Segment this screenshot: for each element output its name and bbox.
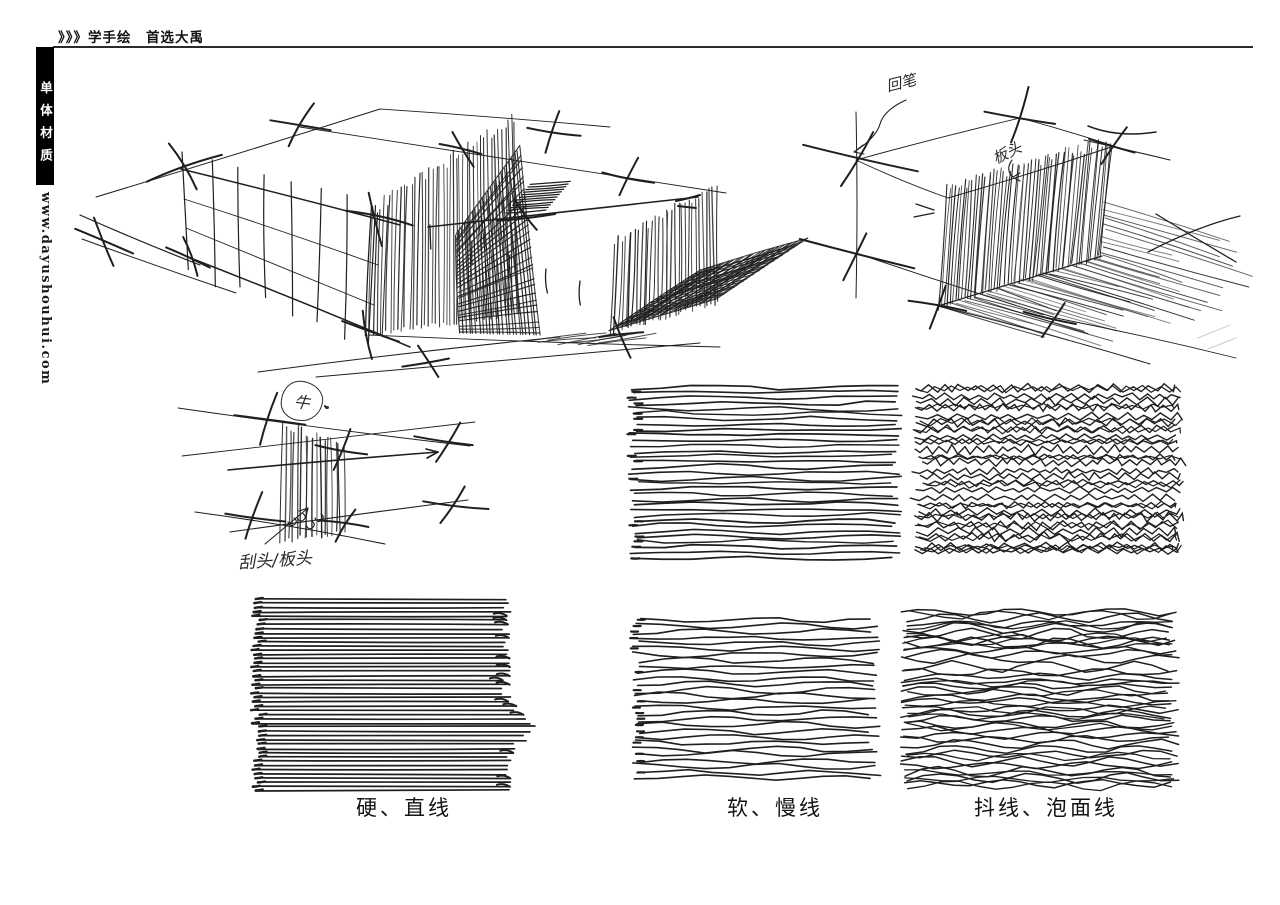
header-divider-rule	[53, 46, 1253, 48]
perspective-walls-sketch-left	[74, 102, 809, 378]
annotation-dot	[326, 406, 329, 409]
label-shaky-noodle-lines: 抖线、泡面线	[974, 796, 1118, 820]
perspective-wall-sketch-right	[798, 86, 1253, 365]
texture-soft-lines-top	[626, 384, 903, 561]
texture-soft-slow-lines	[629, 616, 882, 782]
website-url-vertical: www.dayushouhui.com	[38, 192, 53, 386]
chapter-tab-label: 单体材质	[38, 81, 52, 171]
chapter-tab: 单体材质	[36, 47, 54, 185]
label-soft-slow-lines: 软、慢线	[727, 796, 823, 820]
texture-shaky-lines-top	[909, 382, 1187, 556]
annotation-stroke-heads: 刮头/板头	[237, 548, 313, 574]
texture-hard-straight-lines	[249, 596, 536, 792]
label-hard-straight-lines: 硬、直线	[356, 796, 452, 820]
texture-noodle-lines	[899, 608, 1180, 792]
circled-mark-text: 牛	[292, 392, 311, 413]
perspective-wall-sketch-small	[177, 391, 490, 545]
page-header-title: 》》》学手绘 首选大禹	[58, 30, 204, 45]
